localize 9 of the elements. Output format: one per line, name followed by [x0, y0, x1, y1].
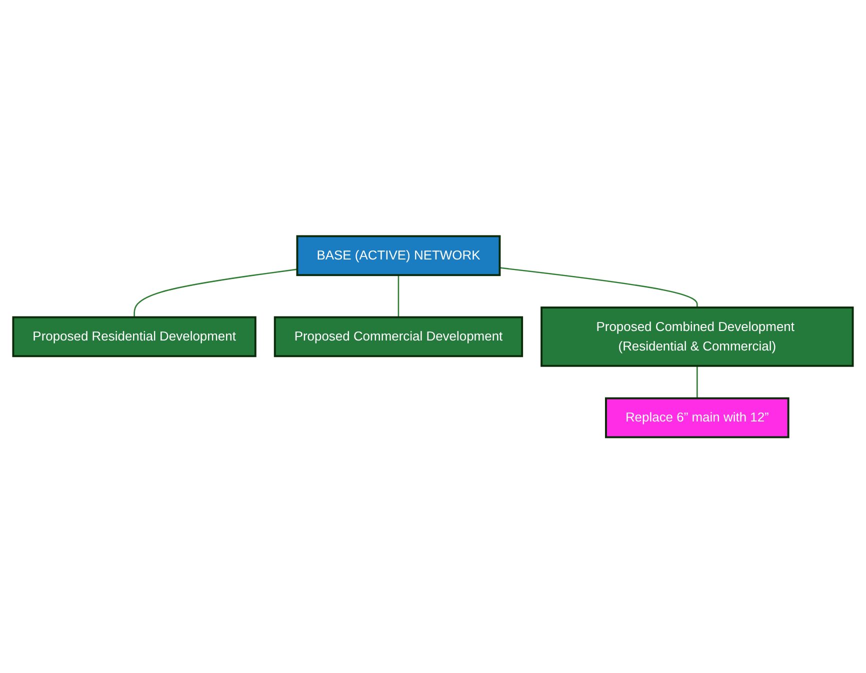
- node-box: Proposed Commercial Development: [274, 316, 524, 357]
- node-box: Proposed Combined Development (Residential & Commercial): [540, 306, 854, 367]
- node-box: Proposed Residential Development: [12, 316, 256, 357]
- node-box: BASE (ACTIVE) NETWORK: [296, 235, 501, 276]
- connector: [398, 274, 400, 318]
- node-box: Replace 6” main with 12”: [605, 397, 790, 438]
- connector: [696, 366, 698, 398]
- connector: [134, 268, 298, 318]
- connector: [500, 266, 698, 308]
